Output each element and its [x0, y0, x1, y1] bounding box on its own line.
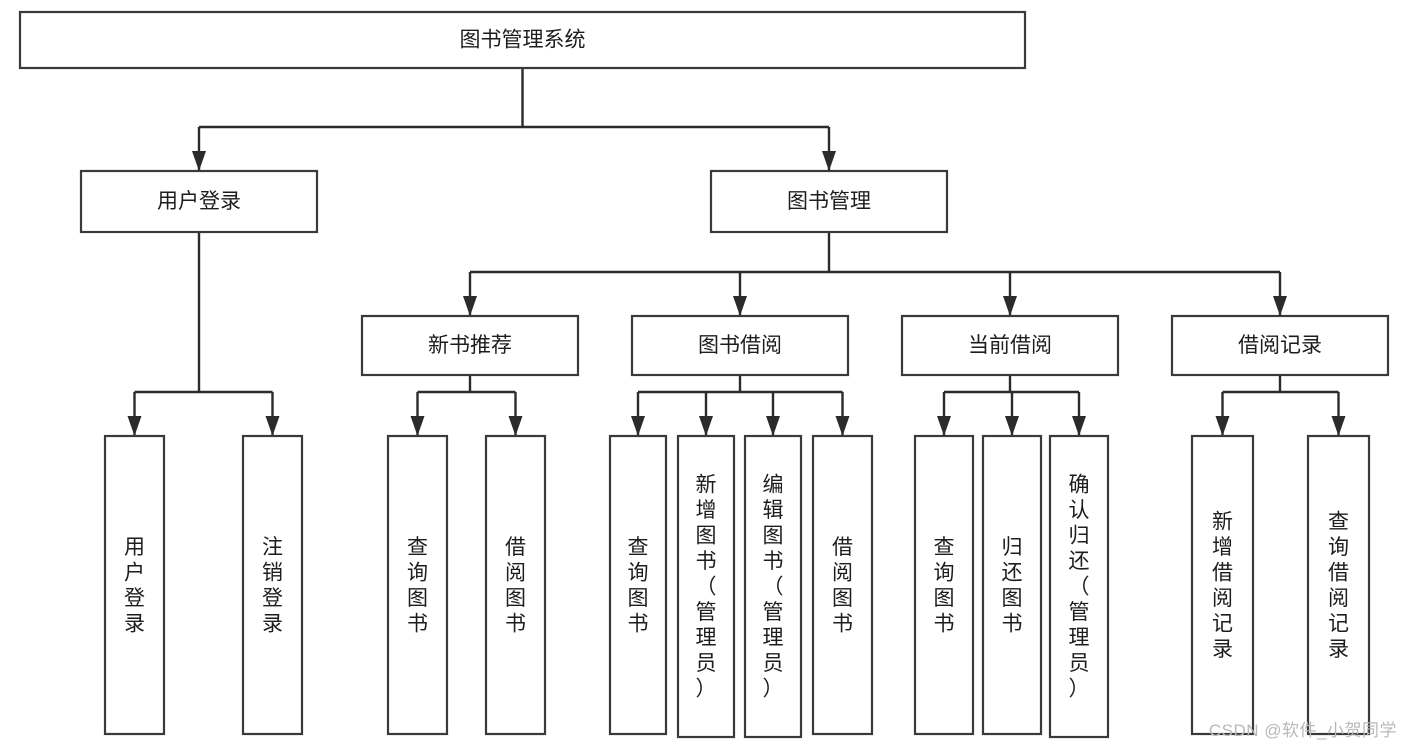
edge-group-new-book-rec	[410, 375, 523, 436]
node-leaf-add-book-box	[676, 434, 736, 739]
node-leaf-query-record-box	[1306, 434, 1371, 736]
edge-group-book-borrow	[631, 375, 850, 436]
edge-arrowhead-icon	[192, 151, 206, 171]
node-book-borrow-label: 图书借阅	[698, 334, 782, 357]
node-borrow-record[interactable]: 借阅记录	[1170, 314, 1390, 377]
node-leaf-query-book-3-box	[913, 434, 975, 736]
edge-arrowhead-icon	[508, 416, 523, 436]
edge-arrowhead-icon	[733, 296, 747, 316]
node-leaf-query-book-1-label: 查询图书	[407, 536, 428, 636]
node-leaf-user-logout[interactable]: 注销登录	[241, 434, 304, 736]
node-new-book-rec-box	[360, 314, 580, 377]
node-leaf-user-login-label: 用户登录	[124, 536, 145, 636]
node-root[interactable]: 图书管理系统	[18, 10, 1027, 70]
node-leaf-return-book-label: 归还图书	[1002, 536, 1023, 636]
node-leaf-add-record-box	[1190, 434, 1255, 736]
node-leaf-borrow-book-1-box	[484, 434, 547, 736]
node-current-borrow-box	[900, 314, 1120, 377]
edge-arrowhead-icon	[835, 416, 850, 436]
node-leaf-user-logout-box	[241, 434, 304, 736]
node-leaf-query-record[interactable]: 查询借阅记录	[1306, 434, 1371, 736]
node-leaf-edit-book-box	[743, 434, 803, 739]
edge-arrowhead-icon	[1215, 416, 1230, 436]
node-leaf-borrow-book-1-label: 借阅图书	[505, 536, 526, 636]
node-user-login[interactable]: 用户登录	[79, 169, 319, 234]
connectors-layer	[127, 68, 1346, 436]
node-leaf-borrow-book-2-box	[811, 434, 874, 736]
node-new-book-rec-label: 新书推荐	[428, 334, 512, 357]
edge-arrowhead-icon	[822, 151, 836, 171]
node-leaf-return-book-box	[981, 434, 1043, 736]
node-leaf-add-record-label: 新增借阅记录	[1212, 510, 1233, 661]
edge-arrowhead-icon	[127, 416, 142, 436]
node-leaf-return-book[interactable]: 归还图书	[981, 434, 1043, 736]
node-root-label: 图书管理系统	[460, 29, 586, 52]
node-leaf-user-login-box	[103, 434, 166, 736]
edge-arrowhead-icon	[463, 296, 477, 316]
edge-arrowhead-icon	[410, 416, 425, 436]
node-book-manage-label: 图书管理	[787, 190, 871, 213]
edge-arrowhead-icon	[699, 416, 713, 436]
node-borrow-record-label: 借阅记录	[1238, 334, 1322, 357]
node-new-book-rec[interactable]: 新书推荐	[360, 314, 580, 377]
node-leaf-confirm-return-label: 确认归还（管理员）	[1069, 474, 1090, 701]
edge-arrowhead-icon	[766, 416, 780, 436]
node-leaf-add-record[interactable]: 新增借阅记录	[1190, 434, 1255, 736]
node-leaf-add-book-label: 新增图书（管理员）	[696, 474, 717, 701]
csdn-watermark: CSDN @软件_小贺同学	[1208, 721, 1397, 740]
node-leaf-user-logout-label: 注销登录	[262, 536, 283, 636]
node-leaf-add-book[interactable]: 新增图书（管理员）	[676, 434, 736, 739]
node-leaf-confirm-return[interactable]: 确认归还（管理员）	[1048, 434, 1110, 739]
node-leaf-borrow-book-2[interactable]: 借阅图书	[811, 434, 874, 736]
node-leaf-query-book-1-box	[386, 434, 449, 736]
edge-arrowhead-icon	[1273, 296, 1287, 316]
edge-arrowhead-icon	[937, 416, 951, 436]
node-book-manage[interactable]: 图书管理	[709, 169, 949, 234]
node-leaf-query-book-2-box	[608, 434, 668, 736]
edge-group-book-manage	[463, 232, 1287, 316]
node-current-borrow-label: 当前借阅	[968, 334, 1052, 357]
node-leaf-edit-book-label: 编辑图书（管理员）	[763, 474, 784, 701]
edge-group-root	[192, 68, 836, 171]
node-leaf-confirm-return-box	[1048, 434, 1110, 739]
edge-group-current-borrow	[937, 375, 1086, 436]
node-book-manage-box	[709, 169, 949, 234]
node-leaf-edit-book[interactable]: 编辑图书（管理员）	[743, 434, 803, 739]
edge-arrowhead-icon	[1005, 416, 1019, 436]
node-book-borrow-box	[630, 314, 850, 377]
node-leaf-query-record-label: 查询借阅记录	[1328, 510, 1349, 661]
node-leaf-query-book-2[interactable]: 查询图书	[608, 434, 668, 736]
edge-arrowhead-icon	[631, 416, 645, 436]
node-current-borrow[interactable]: 当前借阅	[900, 314, 1120, 377]
node-user-login-label: 用户登录	[157, 190, 241, 213]
node-leaf-borrow-book-2-label: 借阅图书	[832, 536, 853, 636]
edge-arrowhead-icon	[265, 416, 280, 436]
node-borrow-record-box	[1170, 314, 1390, 377]
edge-arrowhead-icon	[1331, 416, 1346, 436]
edge-arrowhead-icon	[1003, 296, 1017, 316]
node-leaf-user-login[interactable]: 用户登录	[103, 434, 166, 736]
node-leaf-query-book-2-label: 查询图书	[628, 536, 649, 636]
node-root-box	[18, 10, 1027, 70]
node-book-borrow[interactable]: 图书借阅	[630, 314, 850, 377]
edge-group-borrow-record	[1215, 375, 1346, 436]
node-leaf-query-book-3[interactable]: 查询图书	[913, 434, 975, 736]
node-leaf-query-book-1[interactable]: 查询图书	[386, 434, 449, 736]
nodes-layer: 图书管理系统用户登录图书管理新书推荐图书借阅当前借阅借阅记录用户登录注销登录查询…	[18, 10, 1390, 739]
node-leaf-borrow-book-1[interactable]: 借阅图书	[484, 434, 547, 736]
edge-group-user-login	[127, 232, 280, 436]
node-leaf-query-book-3-label: 查询图书	[934, 536, 955, 636]
edge-arrowhead-icon	[1072, 416, 1086, 436]
node-user-login-box	[79, 169, 319, 234]
